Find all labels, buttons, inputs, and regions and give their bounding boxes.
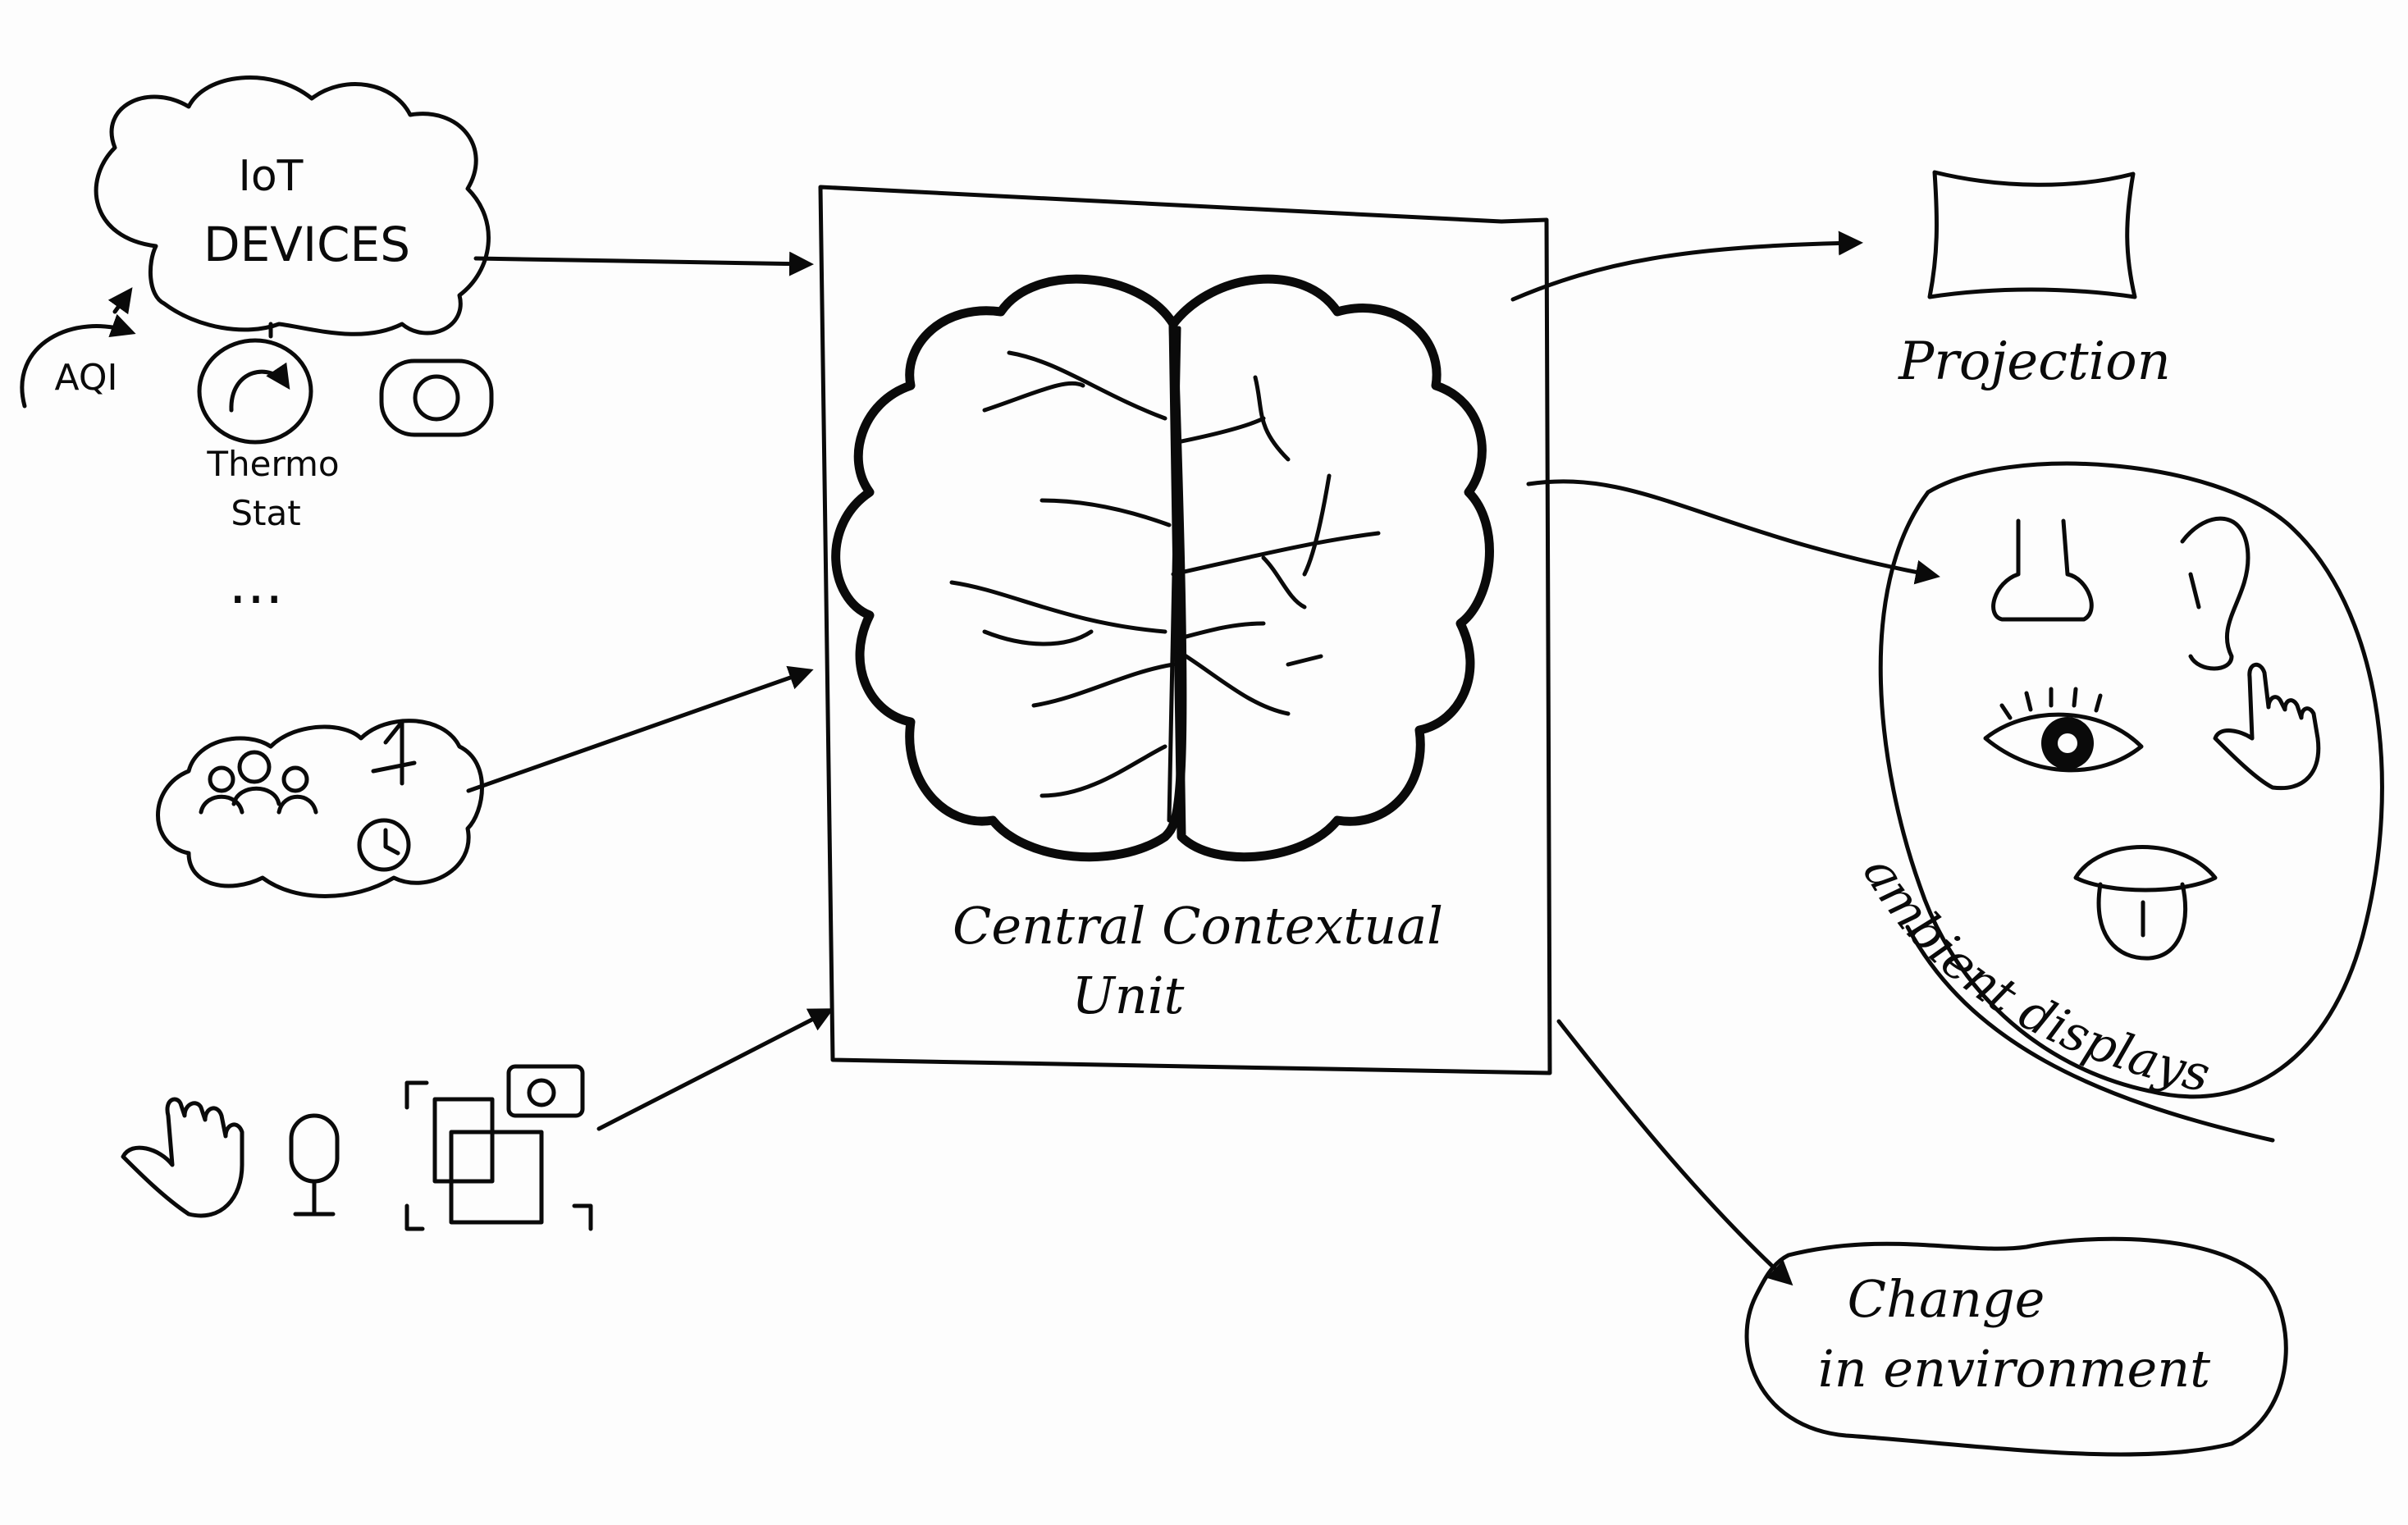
- iot-devices-cloud: IoT DEVICES: [94, 75, 491, 336]
- central-contextual-unit: Central Contextual Unit: [818, 185, 1552, 1075]
- people-icon: [199, 750, 318, 815]
- central-unit-label-1: Central Contextual: [953, 896, 1443, 956]
- nose-icon: [1991, 518, 2094, 622]
- microphone-icon: [289, 1113, 340, 1217]
- arrow-iot-to-center: [473, 251, 814, 276]
- more-devices-ellipsis: ...: [229, 550, 284, 617]
- ambient-displays-label: ambient displays: [1852, 847, 2215, 1104]
- people-context-cloud: [156, 719, 484, 898]
- arrow-center-to-environment: [1556, 1019, 1793, 1286]
- environment-label-2: in environment: [1818, 1339, 2210, 1399]
- clock-icon: [357, 818, 411, 872]
- devices-title: DEVICES: [203, 217, 410, 272]
- arrow-people-to-center: [466, 665, 814, 793]
- environment-cloud: Change in environment: [1744, 1236, 2288, 1457]
- smart-device-icon: [379, 358, 494, 437]
- hand-gesture-icon: [121, 1097, 244, 1218]
- arrow-center-to-projection: [1510, 231, 1863, 302]
- projection-label: Projection: [1898, 331, 2171, 392]
- ambient-displays-text: ambient displays: [1852, 847, 2215, 1104]
- tongue-icon: [2073, 845, 2218, 961]
- projection-screen-icon: [1927, 170, 2137, 299]
- camera-frame-icon: [404, 1064, 593, 1231]
- thermostat-label-1: Thermo: [206, 444, 339, 484]
- aqi-sensor: AQI: [20, 287, 136, 409]
- central-unit-label-2: Unit: [1072, 966, 1185, 1025]
- thermostat-icon: Thermo Stat: [197, 322, 340, 533]
- arrow-sensors-to-center: [596, 1008, 834, 1131]
- thermostat-label-2: Stat: [231, 493, 300, 533]
- iot-title: IoT: [239, 152, 304, 201]
- arrow-center-to-ambient: [1526, 479, 1940, 585]
- hand-touch-icon: [2213, 663, 2321, 791]
- eye-icon: [1983, 687, 2144, 773]
- ambient-displays-face: [1878, 461, 2384, 1099]
- brain-icon: [831, 274, 1494, 862]
- ambient-underline: [1905, 925, 2275, 1143]
- ear-icon: [2180, 516, 2250, 671]
- walking-person-icon: [371, 719, 417, 786]
- environment-label-1: Change: [1848, 1269, 2045, 1329]
- aqi-label: AQI: [55, 357, 118, 399]
